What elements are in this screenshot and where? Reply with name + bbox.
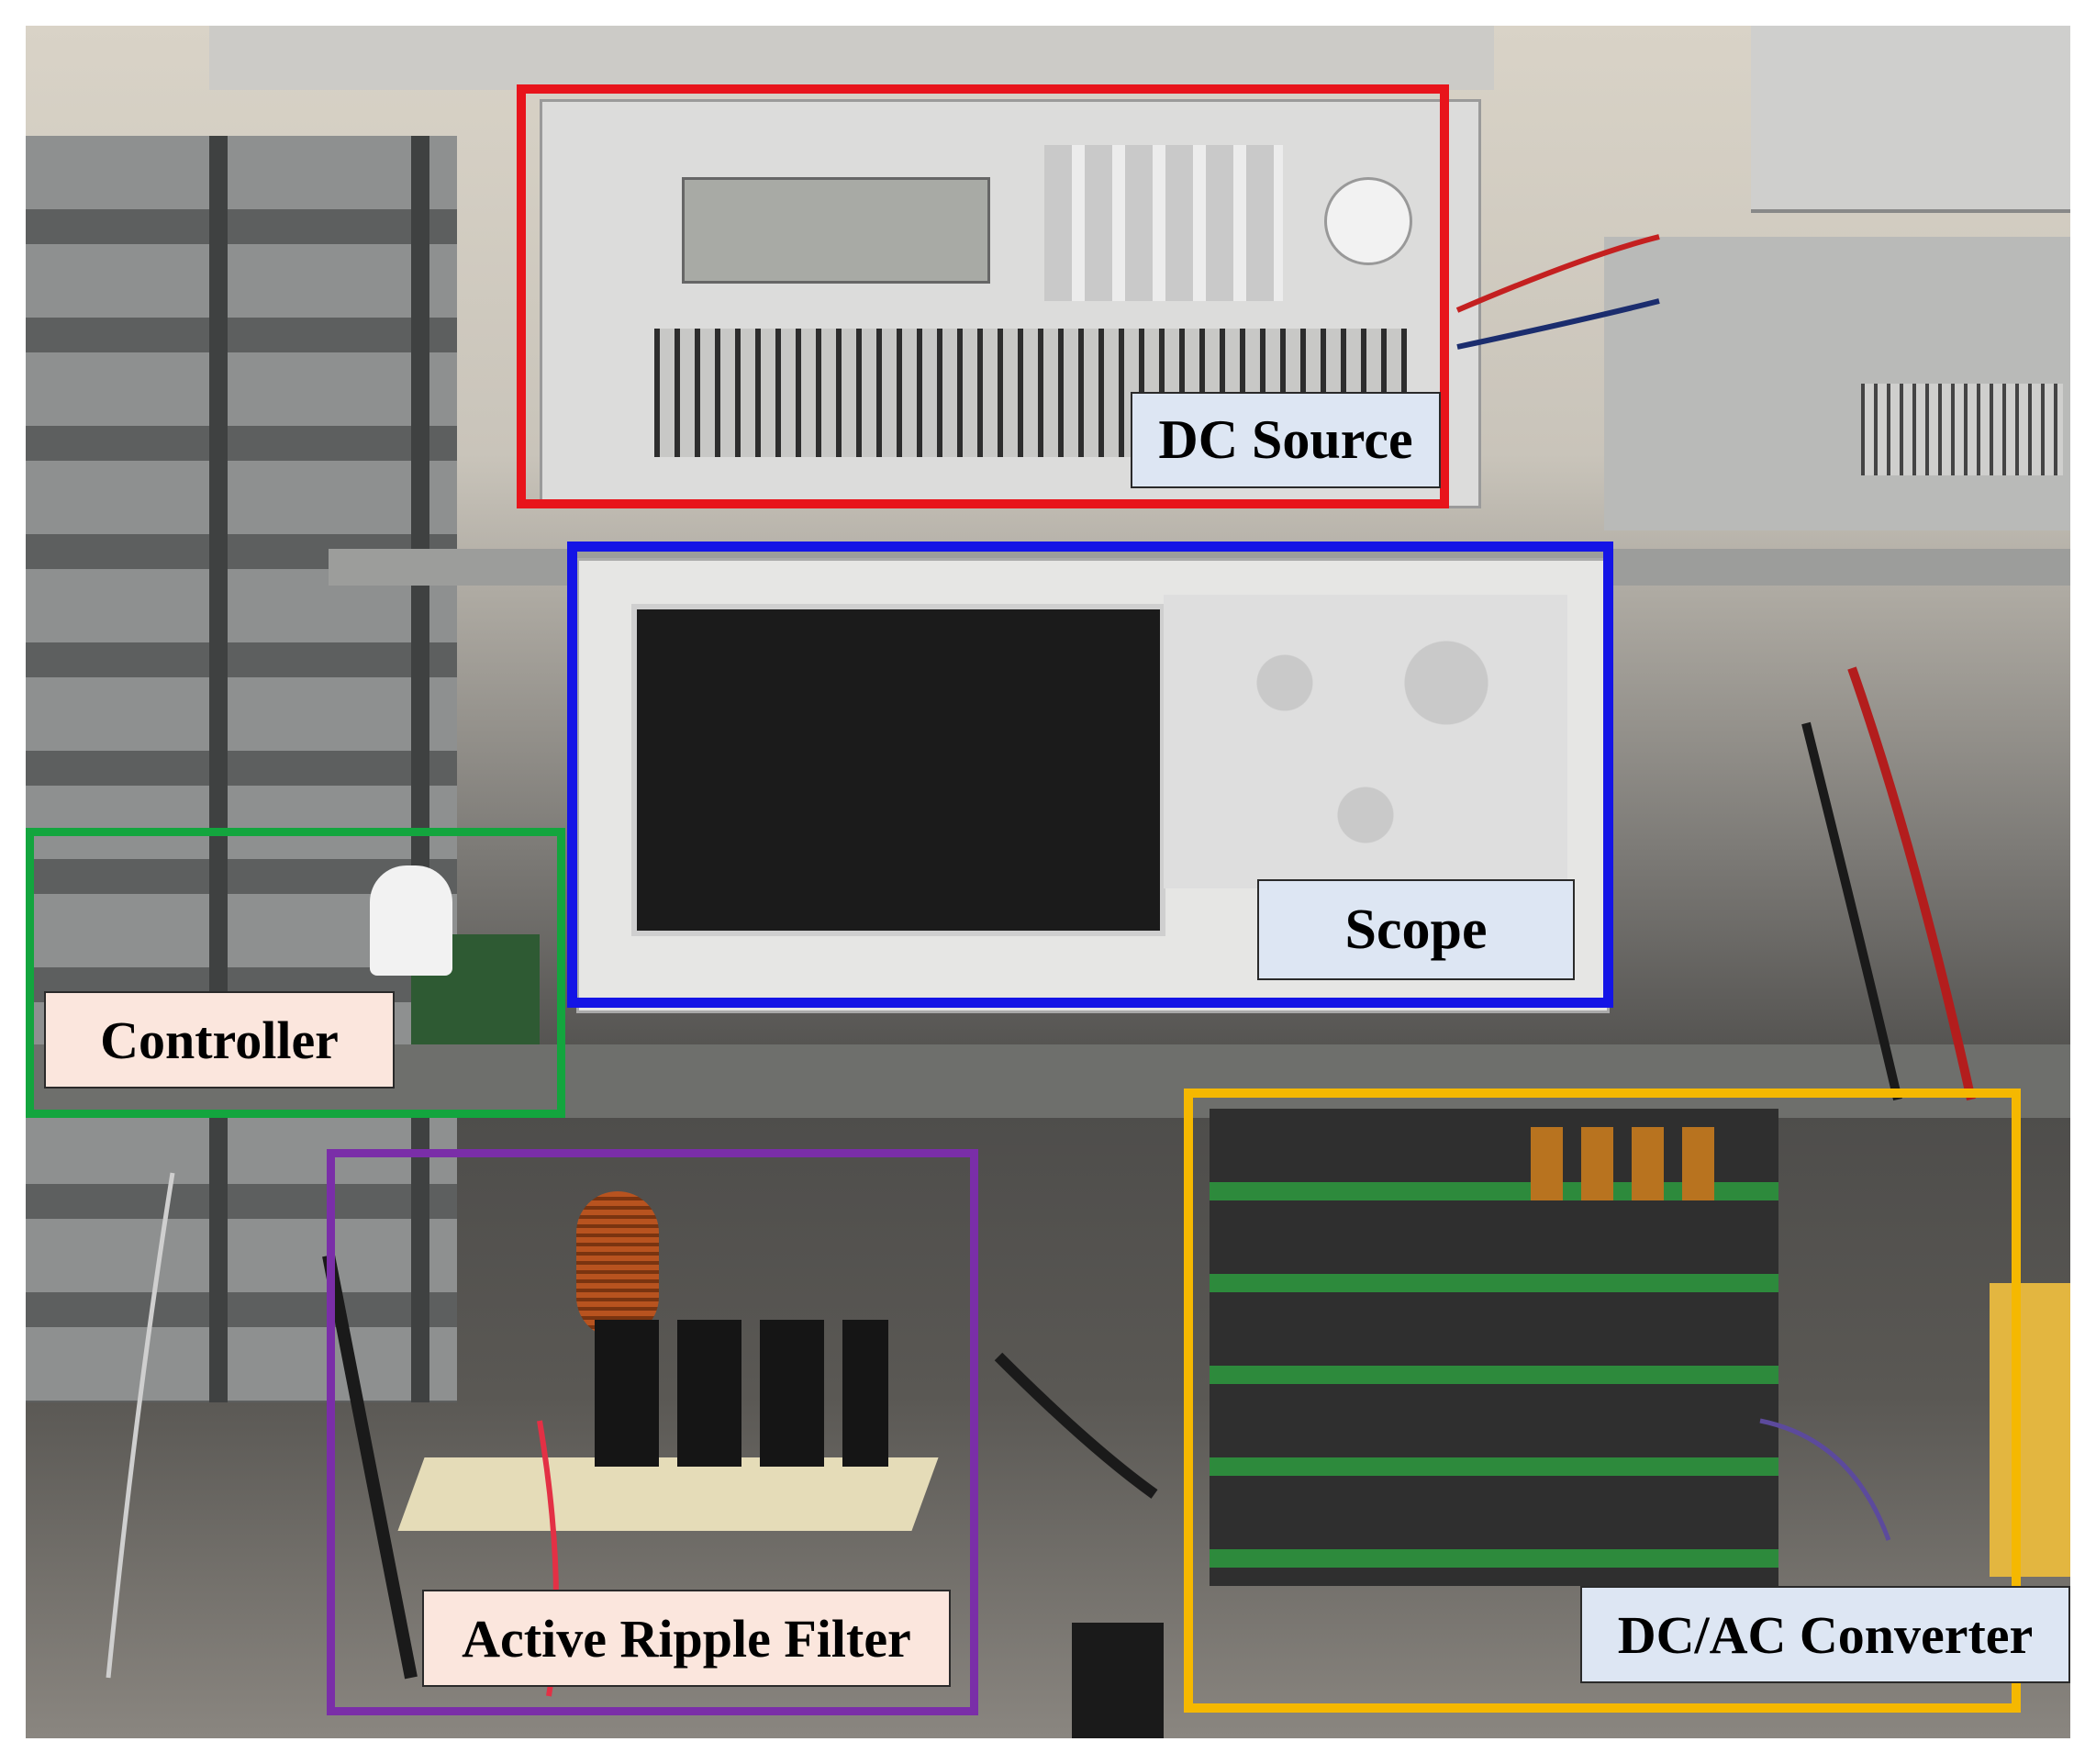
dc-ac-converter-label: DC/AC Converter <box>1580 1586 2070 1683</box>
controller-box <box>26 828 565 1118</box>
dc-source-knob <box>1324 177 1412 265</box>
active-ripple-filter-label: Active Ripple Filter <box>422 1590 951 1687</box>
converter-inductors <box>1531 1127 1733 1200</box>
oscilloscope-controls <box>1164 595 1567 888</box>
lab-setup-photo <box>26 26 2070 1738</box>
scope-box <box>567 541 1613 1008</box>
dc-source-display <box>682 177 990 284</box>
top-equipment <box>209 26 1494 90</box>
active-ripple-filter-box <box>327 1149 978 1715</box>
bottom-connector <box>1072 1623 1164 1738</box>
right-instrument-vents <box>1861 384 2063 475</box>
scope-label: Scope <box>1257 879 1575 980</box>
dc-source-box <box>517 84 1449 508</box>
cables <box>106 234 1976 1697</box>
side-box <box>1990 1283 2070 1577</box>
controller-label: Controller <box>44 991 395 1089</box>
dc-ac-converter-box <box>1184 1089 2021 1713</box>
ripple-filter-inductor <box>576 1191 659 1338</box>
dc-source-keypad <box>1044 145 1283 301</box>
controller-sensor <box>370 865 452 976</box>
ripple-filter-capacitors <box>595 1320 888 1467</box>
right-instrument-top <box>1751 26 2070 213</box>
dc-source-label: DC Source <box>1131 392 1441 488</box>
drawer-rack-divider <box>26 136 457 1402</box>
oscilloscope-screen <box>631 604 1165 936</box>
